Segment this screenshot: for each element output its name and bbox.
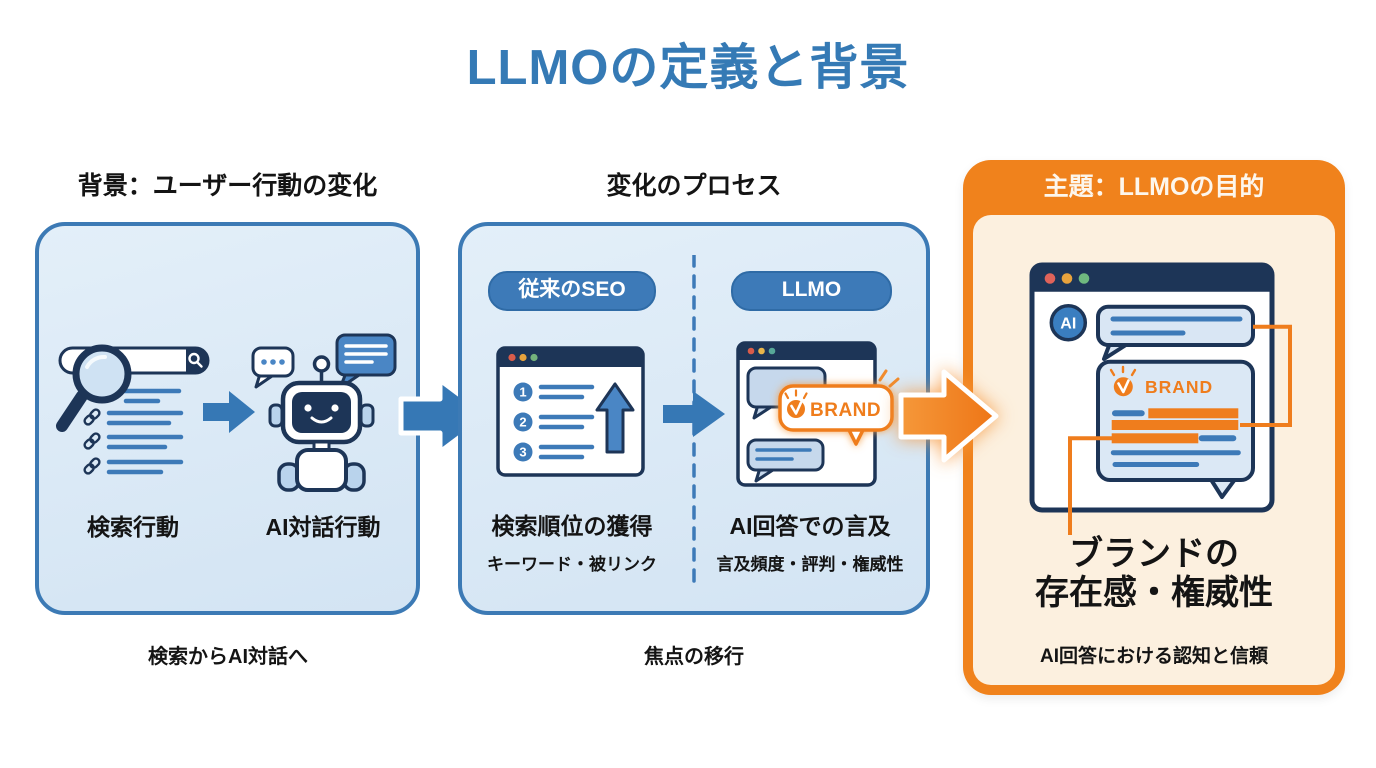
right-panel-header: 主題：LLMOの目的 [1043,173,1265,201]
browser-titlebar-icon [498,348,643,367]
robot-ear-icon [359,403,375,428]
brand-logo-icon [1109,365,1137,397]
browser-window-icon: AI BRAND [1029,262,1292,535]
robot-illustration [245,326,400,492]
window-dots-icon [508,353,538,362]
rank-number-2: 2 [519,415,526,430]
ai-badge: AI [1049,303,1088,342]
seo-sublabel: キーワード・被リンク [487,555,657,574]
middle-panel-header: 変化のプロセス [606,172,782,200]
left-panel-header: 背景：ユーザー行動の変化 [77,172,378,200]
seo-label: 検索順位の獲得 [491,513,653,539]
window-dots-icon [1044,273,1090,284]
result-lines-icon [106,410,184,475]
right-caption: AI回答における認知と信頼 [1039,646,1268,667]
left-inner-arrow-icon [203,391,255,433]
robot-face-icon [292,392,351,433]
right-title: ブランドの 存在感・権威性 [973,535,1335,613]
robot-body-icon [295,448,348,492]
pill-llmo: LLMO [731,271,892,311]
lines-speech-bubble-icon [335,333,397,390]
connector-line-icon [1068,324,1292,535]
left-caption: 検索からAI対話へ [148,646,308,668]
llmo-browser-illustration: BRAND [730,338,910,490]
robot-icon [251,333,397,492]
search-results-icon [56,344,210,475]
chat-bubble-icon [746,438,825,483]
ai-badge-label: AI [1060,316,1076,333]
browser-window-icon: 1 2 3 [496,346,645,477]
robot-ear-icon [268,403,284,428]
link-icon [83,408,101,475]
pill-seo: 従来のSEO [488,271,656,311]
ai-answer-illustration: AI BRAND [1000,253,1330,545]
browser-window-icon: BRAND [736,341,900,487]
rank-number-1: 1 [519,385,526,400]
transition-arrow-orange-icon [898,360,1002,472]
chat-bubble-icon: BRAND [1096,359,1255,499]
browser-titlebar-icon [1032,265,1272,292]
brand-label: BRAND [810,400,881,421]
middle-caption: 焦点の移行 [644,646,744,668]
page-title: LLMOの定義と背景 [466,41,910,95]
right-title-line1: ブランドの [1069,535,1239,573]
llmo-sublabel: 言及頻度・評判・権威性 [716,555,904,574]
brand-logo-icon [784,389,808,418]
rank-number-3: 3 [519,445,526,460]
up-arrow-icon [595,382,635,454]
brand-bubble-icon: BRAND [778,384,894,446]
search-illustration [48,333,240,490]
browser-titlebar-icon [738,343,875,360]
antenna-tip-icon [312,355,331,373]
middle-inner-arrow-icon [663,391,725,437]
brand-label: BRAND [1145,377,1213,397]
window-dots-icon [747,347,776,355]
llmo-label: AI回答での言及 [729,513,891,539]
dots-speech-bubble-icon [251,346,295,389]
left-label-ai-chat: AI対話行動 [265,514,381,540]
sparkle-icon [878,369,900,388]
highlighted-lines-icon [1110,408,1241,467]
result-lines-icon [121,388,182,404]
left-label-search: 検索行動 [87,514,179,540]
seo-browser-illustration: 1 2 3 [490,344,650,479]
rank-list-icon: 1 2 3 [513,382,595,462]
magnifier-icon [56,344,132,432]
right-title-line2: 存在感・権威性 [1035,574,1273,612]
